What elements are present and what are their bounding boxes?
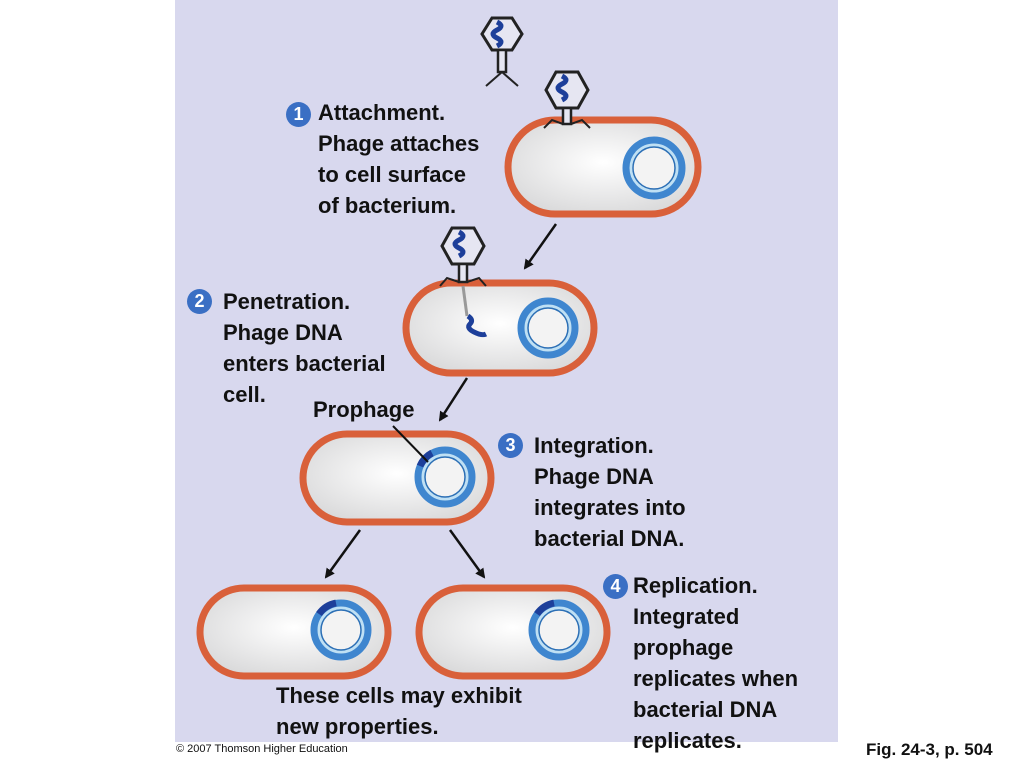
figure-reference: Fig. 24-3, p. 504 — [866, 740, 993, 759]
step-4-badge: 4 — [603, 574, 628, 599]
copyright-notice: © 2007 Thomson Higher Education — [176, 743, 348, 755]
step-3-description: Phage DNA integrates into bacterial DNA. — [534, 464, 686, 551]
bacterium-penetration — [402, 279, 598, 377]
step-3-badge: 3 — [498, 433, 523, 458]
step-4-title: Replication. — [633, 573, 758, 598]
daughter-cell-right — [415, 584, 611, 680]
arrow-3-to-4-right — [448, 529, 486, 579]
step-1-badge: 1 — [286, 102, 311, 127]
free-phage — [480, 16, 524, 87]
step-1-description: Phage attaches to cell surface of bacter… — [318, 131, 480, 218]
bacterium-attachment — [504, 116, 702, 218]
arrow-2-to-3 — [438, 377, 469, 422]
injecting-phage — [439, 226, 488, 338]
attached-phage — [543, 70, 591, 129]
bacterium-integration — [299, 430, 495, 526]
prophage-label: Prophage — [313, 397, 415, 422]
prophage-pointer — [392, 425, 429, 463]
arrow-3-to-4-left — [324, 529, 362, 579]
daughter-cell-left — [196, 584, 392, 680]
step-1-title: Attachment. — [318, 100, 446, 125]
step-4-description: Integrated prophage replicates when bact… — [633, 604, 799, 753]
arrow-1-to-2 — [523, 223, 558, 270]
step-3-title: Integration. — [534, 433, 654, 458]
new-properties-caption: These cells may exhibit new properties. — [276, 683, 522, 739]
step-2-badge: 2 — [187, 289, 212, 314]
step-2-title: Penetration. — [223, 289, 351, 314]
step-2-description: Phage DNA enters bacterial cell. — [223, 320, 386, 407]
